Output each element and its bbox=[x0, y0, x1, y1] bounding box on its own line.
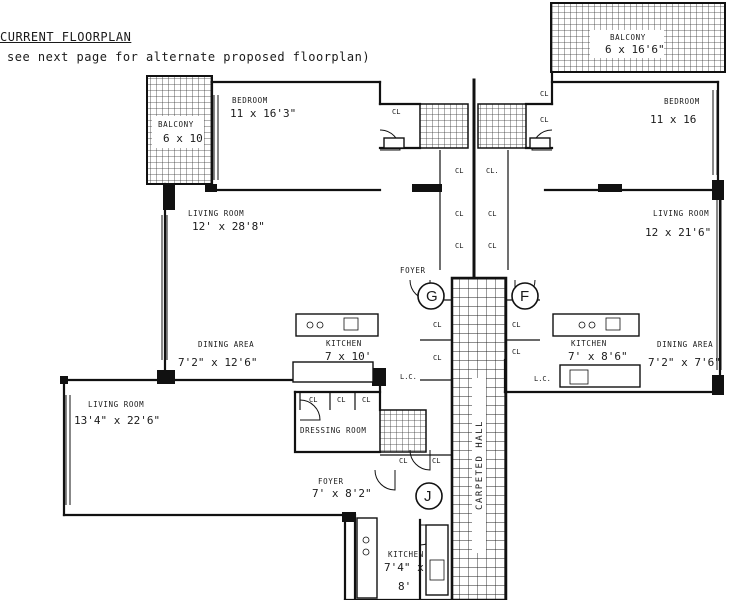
bedroom-left-dims: 11 x 16'3" bbox=[230, 107, 296, 120]
closet-label: CL bbox=[309, 396, 317, 404]
stair-right bbox=[477, 103, 527, 149]
page-note: see next page for alternate proposed flo… bbox=[7, 50, 371, 64]
closet-label: CL. bbox=[486, 167, 499, 175]
kitchen-g-label: KITCHEN bbox=[326, 339, 362, 348]
closet-labels: CL CL CL CL CL. CL CL CL CL CL CL CL CL … bbox=[309, 90, 551, 465]
closet-label: CL bbox=[512, 348, 520, 356]
living-j-dims: 13'4" x 22'6" bbox=[74, 414, 160, 427]
closet-label: CL bbox=[455, 210, 463, 218]
windows bbox=[65, 90, 722, 505]
foyer-j-label: FOYER bbox=[318, 477, 344, 486]
kitchen-f-dims: 7' x 8'6" bbox=[568, 350, 628, 363]
kitchen-j-dims-2: 8' bbox=[398, 580, 411, 593]
dining-left-label: DINING AREA bbox=[198, 340, 254, 349]
hall-label-bg bbox=[472, 378, 486, 553]
closet-label: CL bbox=[512, 321, 520, 329]
dining-right-dims: 7'2" x 7'6" bbox=[648, 356, 721, 369]
unit-j-circle bbox=[415, 482, 443, 510]
closet-label: CL bbox=[540, 116, 548, 124]
wall-columns bbox=[60, 180, 724, 522]
living-j-label: LIVING ROOM bbox=[88, 400, 144, 409]
fixture-details bbox=[306, 317, 621, 581]
kitchen-j-label: KITCHEN bbox=[388, 550, 424, 559]
balcony-top-label: BALCONY bbox=[610, 33, 646, 42]
bedroom-left-label: BEDROOM bbox=[232, 96, 268, 105]
bedroom-right-dims: 11 x 16 bbox=[650, 113, 696, 126]
closet-label: CL bbox=[337, 396, 345, 404]
page-title: CURRENT FLOORPLAN bbox=[0, 30, 132, 44]
dressing-room-label: DRESSING ROOM bbox=[300, 426, 367, 435]
closet-label: CL bbox=[540, 90, 548, 98]
carpeted-hall-label: CARPETED HALL bbox=[475, 420, 485, 510]
unit-g-circle bbox=[417, 282, 445, 310]
closet-label: CL bbox=[432, 457, 440, 465]
closet-label: CL bbox=[392, 108, 400, 116]
living-left-dims: 12' x 28'8" bbox=[192, 220, 265, 233]
closet-label: CL bbox=[399, 457, 407, 465]
closet-label: CL bbox=[455, 242, 463, 250]
unit-f-label: F bbox=[520, 288, 529, 305]
closet-label: CL bbox=[455, 167, 463, 175]
balcony-left-label: BALCONY bbox=[158, 120, 194, 129]
balcony-top-label-bg bbox=[590, 30, 664, 58]
living-right-label: LIVING ROOM bbox=[653, 209, 709, 218]
closet-label: CL bbox=[433, 354, 441, 362]
foyer-j-dims: 7' x 8'2" bbox=[312, 487, 372, 500]
closet-label: CL bbox=[433, 321, 441, 329]
kitchen-f-label: KITCHEN bbox=[571, 339, 607, 348]
bedroom-right-label: BEDROOM bbox=[664, 97, 700, 106]
balcony-left-dims: 6 x 10 bbox=[163, 132, 203, 145]
unit-j-label: J bbox=[424, 488, 432, 505]
dining-right-label: DINING AREA bbox=[657, 340, 713, 349]
dining-left-dims: 7'2" x 12'6" bbox=[178, 356, 257, 369]
kitchen-j-dims: 7'4" x bbox=[384, 561, 424, 574]
unit-f-circle bbox=[511, 282, 539, 310]
linen-closet-label: L.C. bbox=[400, 373, 417, 381]
closet-label: CL bbox=[488, 210, 496, 218]
closet-label: CL bbox=[488, 242, 496, 250]
stair-left bbox=[419, 103, 469, 149]
living-left-label: LIVING ROOM bbox=[188, 209, 244, 218]
foyer-top-label: FOYER bbox=[400, 266, 426, 275]
unit-g-label: G bbox=[426, 288, 438, 305]
closet-dividers bbox=[299, 150, 540, 456]
kitchen-g-dims: 7 x 10' bbox=[325, 350, 371, 363]
balcony-top-dims: 6 x 16'6" bbox=[605, 43, 665, 56]
balcony-left-label-bg bbox=[152, 116, 204, 148]
living-right-dims: 12 x 21'6" bbox=[645, 226, 711, 239]
stair-lower bbox=[379, 409, 427, 453]
linen-closet-label: L.C. bbox=[534, 375, 551, 383]
closet-label: CL bbox=[362, 396, 370, 404]
